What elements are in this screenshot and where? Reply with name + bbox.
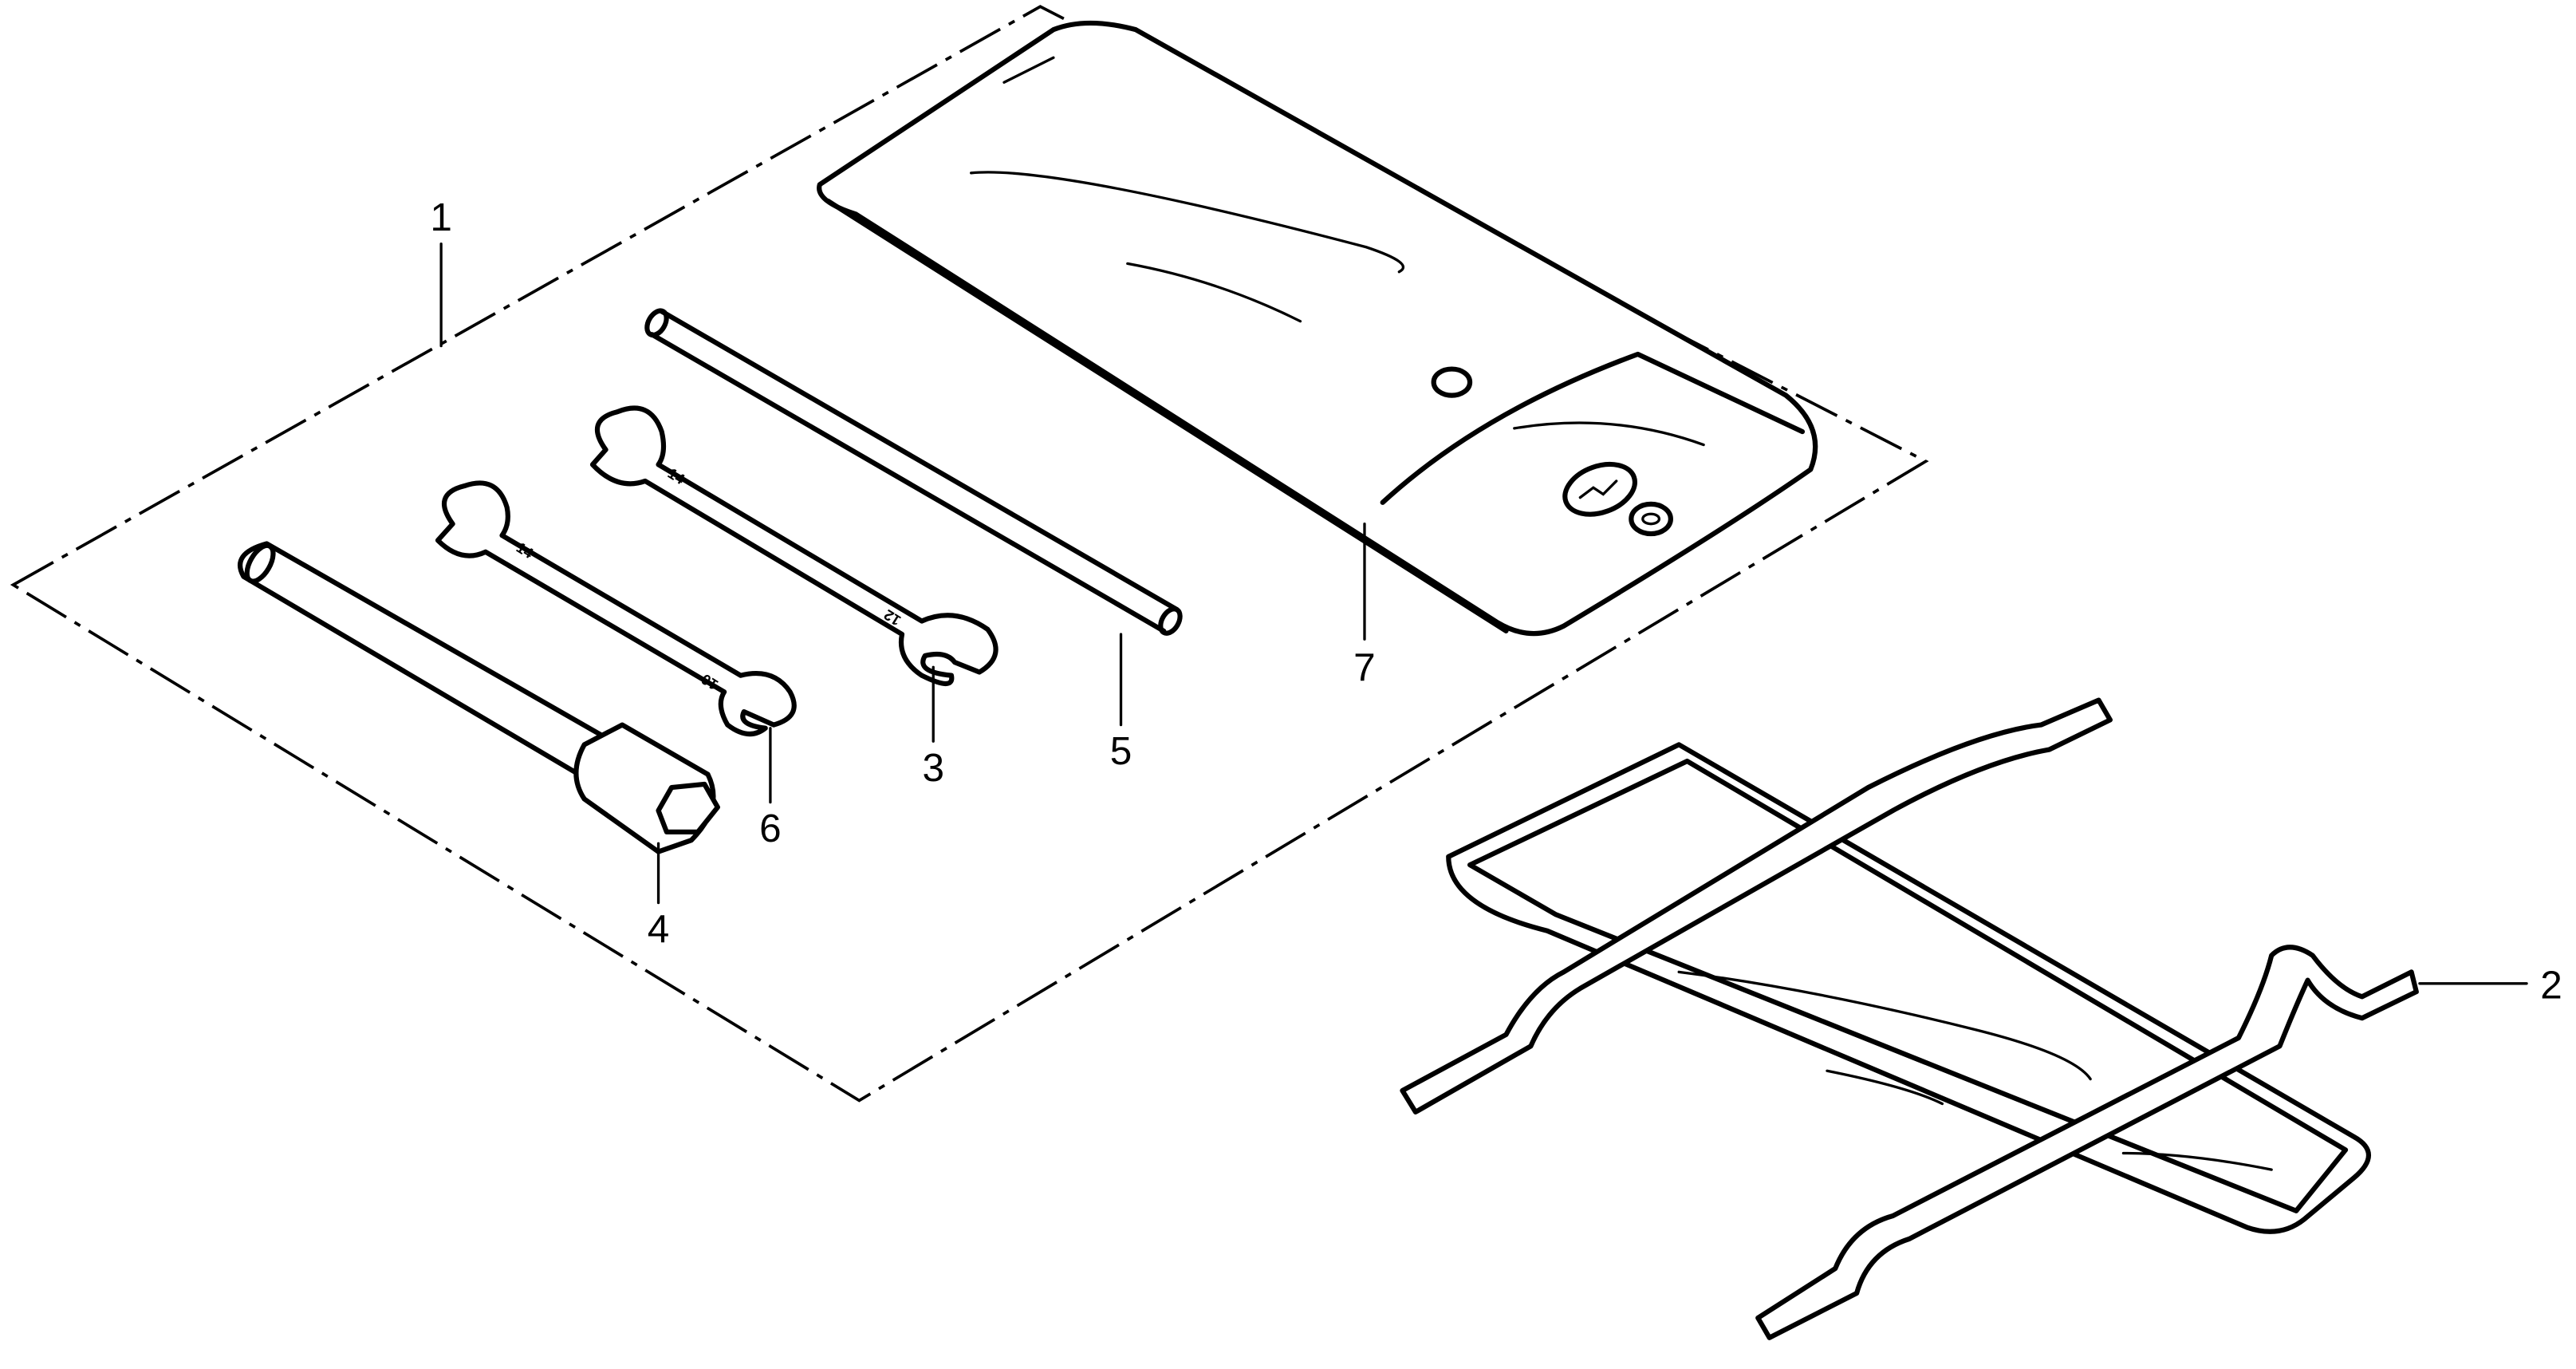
callout-6: 6 <box>759 807 782 850</box>
snap-button-icon <box>1431 366 1473 398</box>
callout-4: 4 <box>648 907 670 951</box>
callout-1: 1 <box>430 195 452 239</box>
tool-bag-band <box>1400 697 2419 1340</box>
wrench-14x10: 14 10 <box>435 480 797 737</box>
honda-wing-logo <box>1562 461 1638 517</box>
spark-plug-wrench <box>238 541 720 854</box>
snap-socket-icon <box>1629 501 1673 537</box>
leader-lines <box>439 242 2528 985</box>
handle-bar <box>644 308 1183 636</box>
callout-5: 5 <box>1110 729 1132 773</box>
callout-3: 3 <box>922 746 944 790</box>
wrench-14x12: 14 12 <box>589 405 998 687</box>
kit-group-outline <box>10 5 1929 1103</box>
callout-7: 7 <box>1353 645 1376 689</box>
tool-bag <box>817 20 1818 637</box>
callout-2: 2 <box>2540 963 2562 1007</box>
